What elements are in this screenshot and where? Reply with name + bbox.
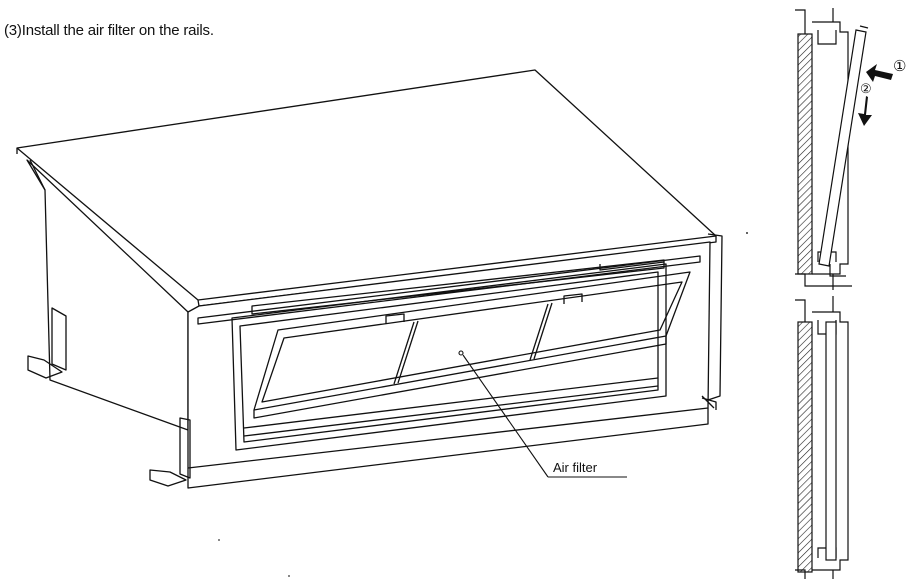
indoor-unit	[16, 69, 723, 489]
air-filter	[253, 271, 691, 419]
step1-marker: ①	[893, 58, 906, 75]
filter-rail	[251, 259, 665, 315]
filter-opening-frame	[231, 263, 667, 451]
mounting-bracket-left	[27, 307, 67, 379]
air-filter-label: Air filter	[553, 460, 598, 475]
mounting-bracket-right	[149, 417, 191, 487]
instruction-text: (3)Install the air filter on the rails.	[4, 22, 214, 39]
filter-installed	[825, 321, 837, 561]
push-arrow	[866, 64, 893, 82]
slide-down-arrow	[858, 96, 872, 126]
filter-tilting	[818, 29, 867, 267]
cross-section-step2	[795, 296, 849, 579]
cross-section-step1	[795, 8, 869, 290]
air-filter-callout: Air filter	[458, 350, 627, 478]
step2-marker: ②	[860, 81, 872, 96]
